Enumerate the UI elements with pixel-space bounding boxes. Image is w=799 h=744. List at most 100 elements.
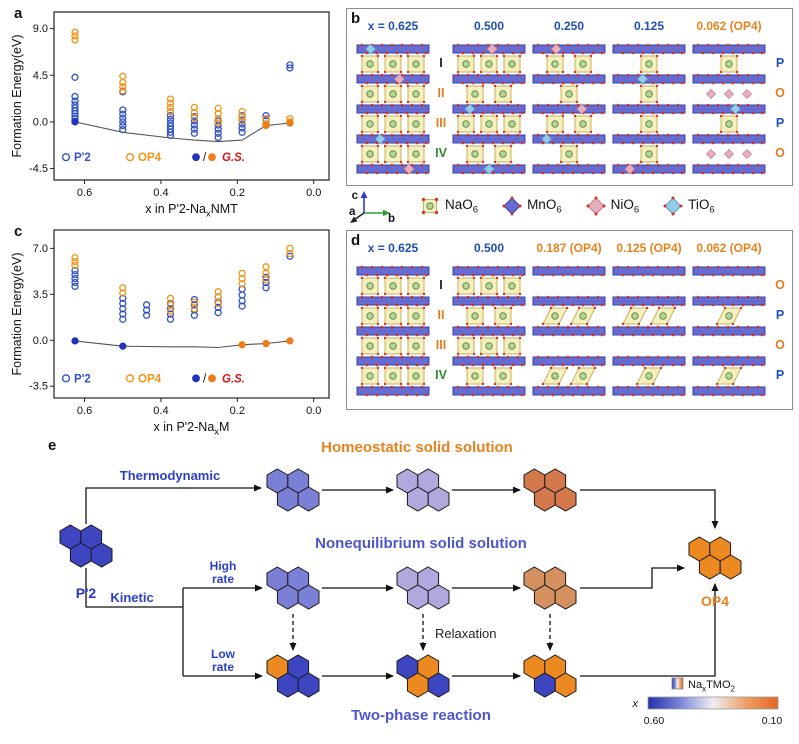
structure-column-header: 0.250: [553, 19, 585, 33]
data-point: [190, 103, 199, 112]
tm-layer: [532, 164, 606, 174]
gs-hull-line: [74, 121, 290, 143]
data-point: [142, 311, 151, 319]
legend-gs: G.S.: [222, 152, 245, 164]
flow-arrow: [580, 564, 685, 589]
x-tick-label: 0.2: [230, 405, 245, 417]
structure-column-header: x = 0.625: [367, 241, 419, 255]
crystal-structure: [356, 265, 430, 397]
na-layer-numeral: III: [435, 338, 447, 352]
axis-c-label: c: [352, 190, 359, 202]
flow-arrow: [85, 484, 262, 524]
homeostatic-title: Homeostatic solid solution: [321, 439, 513, 456]
tm-layer: [356, 326, 430, 336]
legend-label: MnO6: [527, 196, 562, 216]
na-layer-numeral: I: [439, 56, 443, 70]
structure-column-header: 0.500: [473, 241, 505, 255]
tm-layer: [692, 164, 766, 174]
legend-item-nio6: NiO6: [586, 196, 639, 216]
structure-column-header: 0.125 (OP4): [616, 241, 682, 255]
data-point: [238, 107, 246, 116]
structure-column-header: 0.187 (OP4): [536, 241, 602, 255]
tm-layer: [452, 266, 526, 276]
data-point: [238, 302, 246, 310]
data-point: [166, 107, 175, 116]
octahedron-accent: [637, 73, 649, 85]
na-layer-numeral: I: [439, 278, 443, 292]
x-tick-label: 0.4: [153, 187, 168, 199]
crystal-structure: [356, 43, 430, 175]
tm-layer: [692, 74, 766, 84]
crystal-structure: [532, 43, 606, 175]
legend-item-mno6: MnO6: [502, 196, 562, 216]
octahedron-accent: [464, 103, 476, 115]
y-tick-label: 9.0: [33, 23, 48, 35]
legend-item-nao6: NaO6: [420, 196, 478, 216]
crystal-axes-icon: cba: [349, 190, 395, 225]
low-rate-label: Low: [211, 647, 236, 661]
crystal-structure: [612, 43, 686, 175]
data-point: [166, 305, 175, 313]
tm-layer: [612, 164, 686, 174]
data-point: [142, 301, 151, 309]
data-point: [166, 99, 175, 107]
data-point: [71, 36, 79, 44]
panel-letter-a: a: [14, 5, 23, 22]
tm-layer: [692, 266, 766, 276]
data-point: [238, 113, 246, 121]
crystal-structure: [452, 43, 526, 175]
data-point: [238, 274, 246, 283]
y-axis-label: Formation Energy(eV): [10, 35, 24, 158]
data-point: [119, 114, 127, 122]
data-point: [119, 83, 127, 91]
data-point: [286, 61, 294, 69]
y-tick-label: 0.0: [33, 335, 48, 347]
thermodynamic-label: Thermodynamic: [120, 468, 220, 483]
legend-op4: OP4: [138, 152, 162, 164]
data-point: [119, 118, 127, 126]
legend-p2: P'2: [74, 152, 91, 164]
octahedron-accent: [706, 149, 716, 159]
legend-p2: P'2: [74, 373, 91, 385]
data-point: [166, 310, 175, 318]
na-layer-numeral: III: [435, 116, 447, 130]
tm-layer: [532, 104, 606, 114]
tm-layer: [356, 74, 430, 84]
data-point: [71, 267, 79, 275]
panel-letter-b: b: [351, 10, 361, 27]
octahedron-accent: [365, 43, 377, 55]
data-point: [190, 114, 199, 122]
low-rate-label: rate: [212, 660, 234, 674]
data-point: [71, 257, 79, 266]
stacking-label: O: [775, 86, 785, 100]
tm-layer: [356, 296, 430, 306]
data-point: [214, 303, 222, 312]
tm-layer: [452, 74, 526, 84]
data-point: [71, 101, 79, 109]
data-point: [119, 106, 127, 114]
data-point: [214, 309, 222, 317]
mno6-icon: [502, 196, 522, 216]
crystal-structure: [692, 265, 766, 397]
y-tick-label: -4.5: [29, 163, 48, 175]
data-point: [71, 92, 79, 101]
legend-slash: /: [203, 152, 207, 164]
x-tick-label: 0.4: [153, 405, 168, 417]
data-point: [119, 299, 127, 308]
x-tick-label: 0.6: [77, 187, 92, 199]
na-layer-numeral: IV: [435, 368, 447, 382]
data-point: [119, 78, 127, 87]
data-point: [286, 337, 294, 345]
octahedron-accent: [724, 149, 734, 159]
data-point: [190, 298, 199, 306]
data-point: [238, 341, 246, 349]
data-point: [71, 118, 79, 126]
crystal-structure: [452, 265, 526, 397]
data-point: [71, 270, 79, 279]
data-point: [119, 310, 127, 318]
data-point: [119, 315, 127, 323]
kinetic-label: Kinetic: [110, 590, 153, 605]
